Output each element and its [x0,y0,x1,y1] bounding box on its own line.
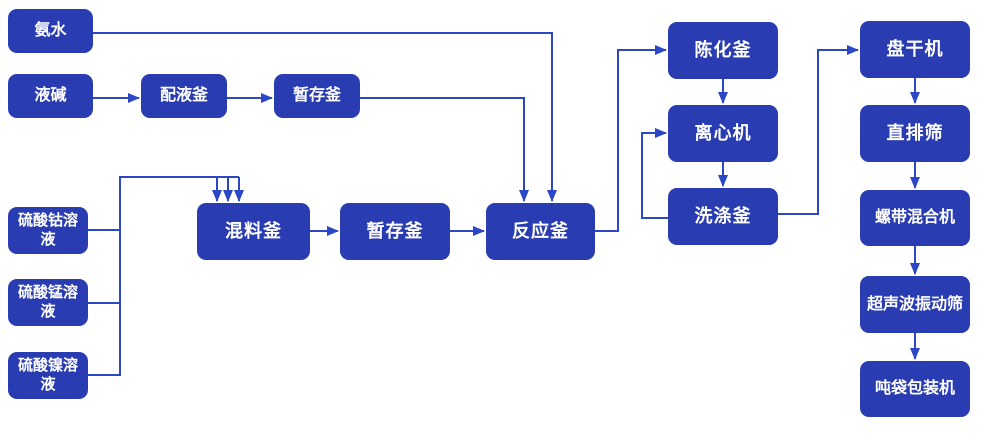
edge-ammonia-to-reaction [93,32,557,202]
node-ton-bag-packing-machine: 吨袋包装机 [860,361,970,417]
node-reaction-kettle: 反应釜 [486,203,595,260]
edge-reaction-to-aging [595,45,667,232]
node-centrifuge: 离心机 [668,105,778,162]
node-manganese-sulfate-solution: 硫酸锰溶液 [8,279,88,326]
node-cobalt-sulfate-solution: 硫酸钴溶液 [8,207,88,254]
node-buffer-kettle-1: 暂存釜 [274,74,360,118]
node-straight-discharge-sieve: 直排筛 [860,105,970,162]
node-dosing-kettle: 配液釜 [141,74,227,118]
node-liquid-alkali: 液碱 [8,74,93,118]
node-washing-kettle: 洗涤釜 [668,188,778,245]
node-pan-dryer: 盘干机 [860,21,970,78]
node-ammonia: 氨水 [8,9,93,53]
node-mixing-kettle: 混料釜 [197,203,310,260]
edge-washing-to-pandryer [778,45,859,215]
edge-washing-to-centrifuge [641,128,668,219]
node-aging-kettle: 陈化釜 [668,22,778,79]
edge-buffer1-to-reaction [360,97,529,202]
node-ribbon-mixer: 螺带混合机 [860,190,970,246]
node-nickel-sulfate-solution: 硫酸镍溶液 [8,352,88,399]
node-ultrasonic-vibrating-sieve: 超声波振动筛 [860,276,970,333]
edge-sulfate-bus [119,176,239,375]
node-buffer-kettle-2: 暂存釜 [340,203,450,260]
